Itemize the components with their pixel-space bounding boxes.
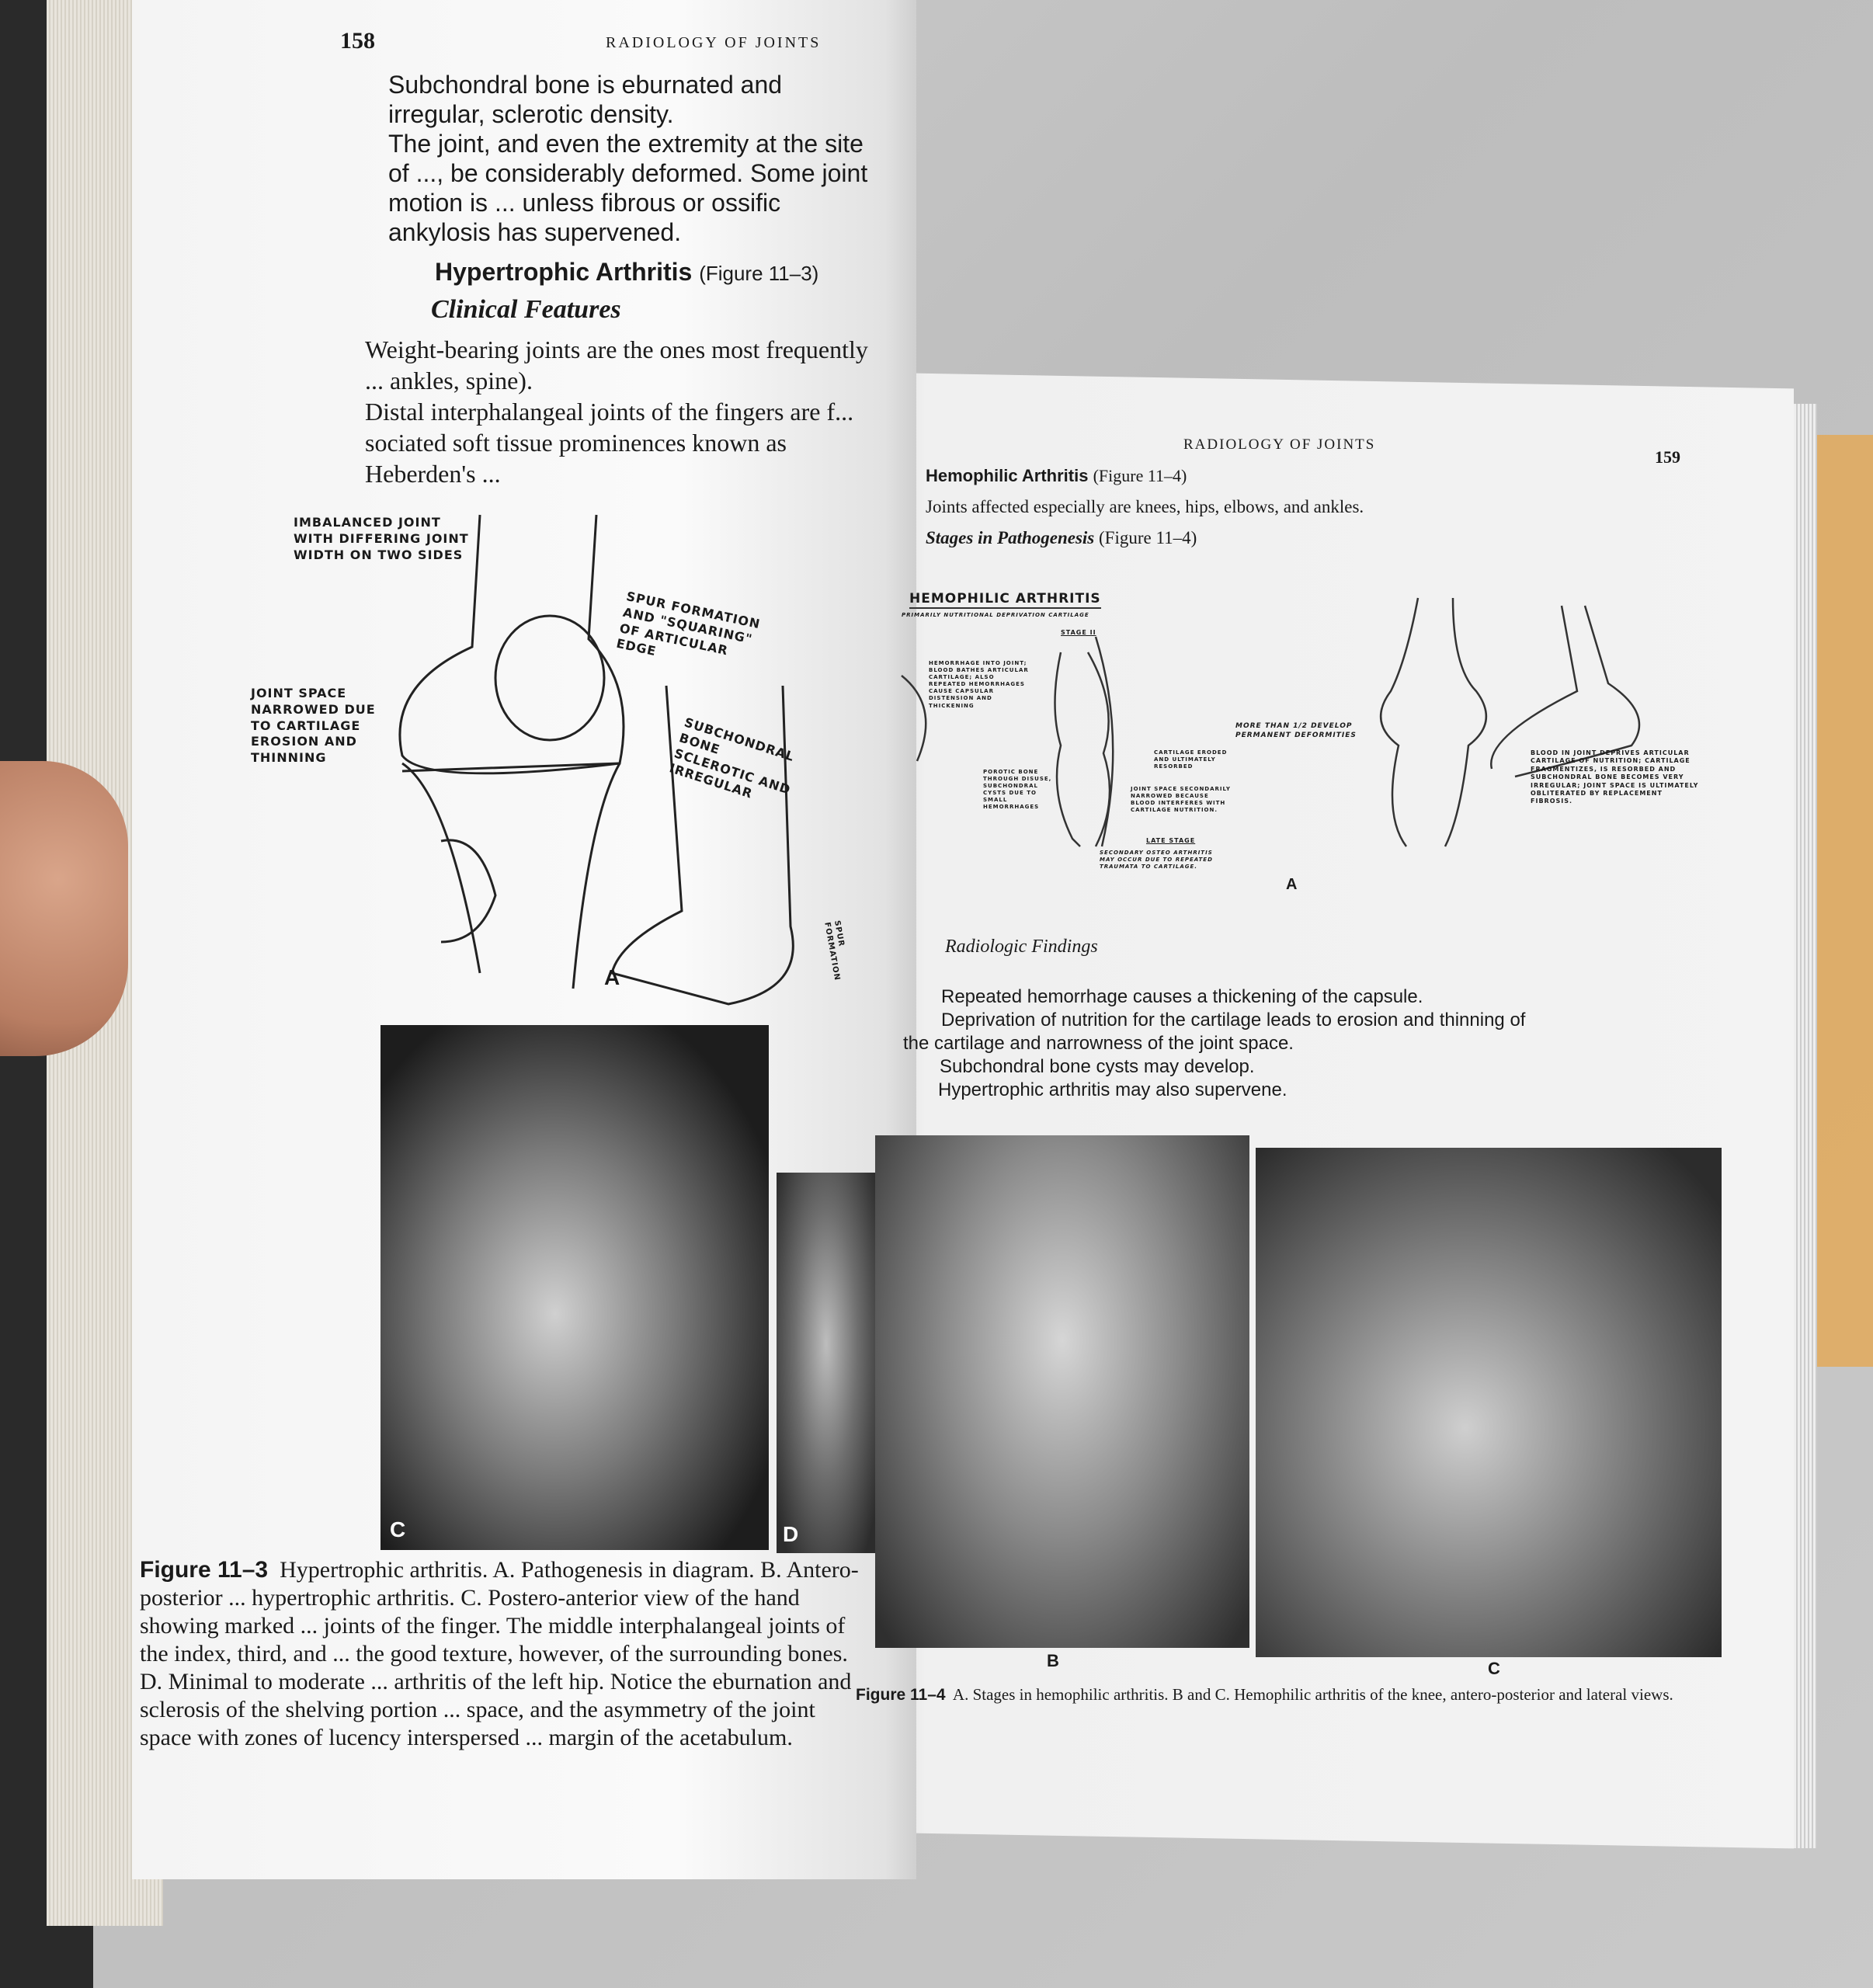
panel-label-b: B — [1047, 1651, 1059, 1670]
book-cover-edge — [1809, 435, 1873, 1367]
diagram-note: JOINT SPACE SECONDARILY NARROWED BECAUSE… — [1131, 786, 1231, 814]
finding-line: Repeated hemorrhage causes a thickening … — [941, 986, 1423, 1007]
caption-text: A. Stages in hemophilic arthritis. B and… — [952, 1685, 1673, 1704]
thumb — [0, 761, 128, 1056]
diagram-title: HEMOPHILIC ARTHRITIS — [909, 590, 1101, 610]
paragraph: Distal interphalangeal joints of the fin… — [365, 398, 854, 488]
paragraph: Subchondral bone is eburnated and irregu… — [388, 71, 783, 128]
figure-11-3-diagram: IMBALANCED JOINT WITH DIFFERING JOINT WI… — [247, 507, 876, 1020]
hand-xray-image: C — [381, 1025, 769, 1550]
page-number-right: 159 — [1655, 447, 1680, 467]
finding-line: Subchondral bone cysts may develop. — [940, 1056, 1255, 1077]
heading-text: Hypertrophic Arthritis — [435, 258, 693, 286]
section-heading: Hemophilic Arthritis (Figure 11–4) — [926, 466, 1187, 486]
running-head-left: RADIOLOGY OF JOINTS — [606, 34, 822, 51]
diagram-note: MORE THAN 1/2 DEVELOP PERMANENT DEFORMIT… — [1235, 722, 1357, 739]
panel-label-c: C — [390, 1517, 406, 1541]
hemophilic-joint-drawing — [901, 597, 1641, 847]
knee-joint-drawing — [398, 514, 794, 1006]
subheading: Clinical Features — [431, 295, 621, 324]
heading-text: Hemophilic Arthritis — [926, 466, 1089, 485]
intro-text: Joints affected especially are knees, hi… — [926, 497, 1364, 516]
panel-label-a: A — [604, 965, 620, 989]
panel-label-d: D — [783, 1522, 799, 1546]
diagram-label: JOINT SPACE NARROWED DUE TO CARTILAGE ER… — [251, 686, 376, 766]
finding-line: Deprivation of nutrition for the cartila… — [941, 1010, 1526, 1030]
running-head-right: RADIOLOGY OF JOINTS — [1183, 436, 1376, 453]
diagram-label: IMBALANCED JOINT WITH DIFFERING JOINT WI… — [294, 515, 469, 562]
caption-label: Figure 11–3 — [140, 1557, 269, 1583]
panel-label-a: A — [1286, 876, 1298, 893]
diagram-subtitle: PRIMARILY NUTRITIONAL DEPRIVATION CARTIL… — [902, 612, 1089, 618]
page-number-left: 158 — [340, 28, 375, 54]
stage-label: STAGE II — [1061, 629, 1096, 636]
caption-text: Hypertrophic arthritis. A. Pathogenesis … — [140, 1557, 859, 1750]
figure-11-3-caption: Figure 11–3 Hypertrophic arthritis. A. P… — [140, 1556, 862, 1752]
figure-ref: (Figure 11–4) — [1099, 528, 1197, 547]
left-text-block-2: Weight-bearing joints are the ones most … — [365, 334, 877, 489]
figure-ref: (Figure 11–3) — [699, 262, 819, 285]
subheading: Stages in Pathogenesis (Figure 11–4) — [926, 528, 1197, 548]
figure-11-4-caption: Figure 11–4 A. Stages in hemophilic arth… — [856, 1685, 1694, 1705]
knee-xray-ap-image — [875, 1135, 1249, 1648]
figure-ref: (Figure 11–4) — [1093, 466, 1187, 485]
findings-heading: Radiologic Findings — [945, 937, 1098, 957]
caption-label: Figure 11–4 — [856, 1686, 946, 1704]
subheading-text: Stages in Pathogenesis — [926, 528, 1095, 547]
section-heading: Hypertrophic Arthritis (Figure 11–3) — [435, 258, 818, 287]
diagram-note: POROTIC BONE THROUGH DISUSE, SUBCHONDRAL… — [983, 769, 1052, 811]
hip-xray-image: D — [777, 1173, 876, 1553]
paragraph: The joint, and even the extremity at the… — [388, 130, 868, 246]
figure-11-4-diagram: HEMOPHILIC ARTHRITIS PRIMARILY NUTRITION… — [894, 590, 1705, 893]
left-page — [132, 0, 916, 1879]
finding-line: Hypertrophic arthritis may also superven… — [938, 1079, 1287, 1100]
diagram-note: CARTILAGE ERODED AND ULTIMATELY RESORBED — [1154, 749, 1228, 770]
panel-label-c: C — [1488, 1659, 1500, 1678]
diagram-note: BLOOD IN JOINT DEPRIVES ARTICULAR CARTIL… — [1531, 749, 1699, 805]
finding-line: the cartilage and narrowness of the join… — [903, 1033, 1294, 1054]
diagram-note: HEMORRHAGE INTO JOINT; BLOOD BATHES ARTI… — [929, 660, 1029, 709]
paragraph: Weight-bearing joints are the ones most … — [365, 335, 868, 394]
knee-xray-lateral-image — [1256, 1148, 1722, 1657]
diagram-note: LATE STAGE — [1146, 837, 1196, 844]
left-text-block: Subchondral bone is eburnated and irregu… — [388, 70, 885, 247]
diagram-note: SECONDARY OSTEO ARTHRITIS MAY OCCUR DUE … — [1100, 850, 1213, 871]
